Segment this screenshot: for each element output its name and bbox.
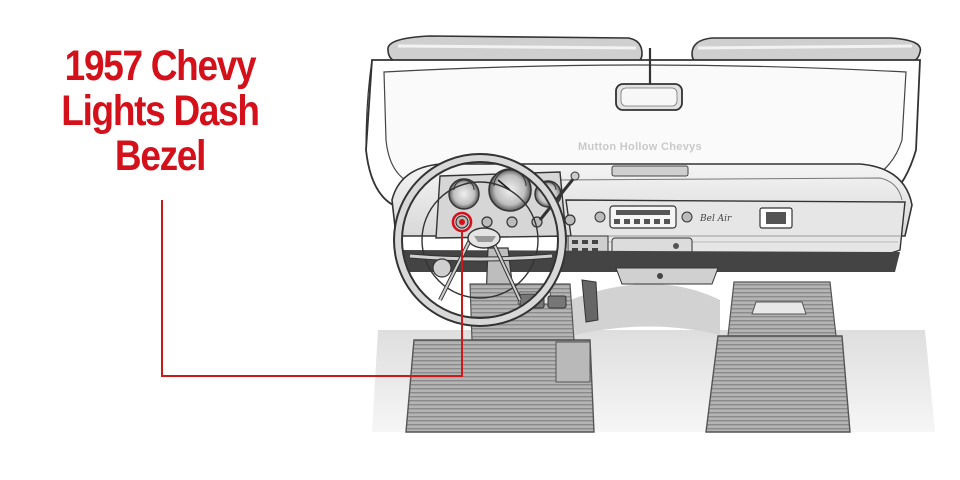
- callout: [161, 200, 473, 377]
- title-line-3: Bezel: [114, 132, 206, 180]
- script-badge-text: Bel Air: [699, 214, 732, 224]
- watermark-text: Mutton Hollow Chevys: [578, 141, 702, 153]
- steering-wheel: [393, 153, 567, 327]
- diagram-title: 1957 Chevy Lights Dash Bezel: [48, 44, 272, 179]
- rear-view-mirror: [615, 48, 683, 111]
- pedals: [519, 279, 599, 323]
- floor-mats: [405, 281, 851, 433]
- title-line-1: 1957 Chevy: [64, 42, 257, 90]
- callout-leader-line: [161, 200, 463, 377]
- title-line-2: Lights Dash: [61, 87, 260, 135]
